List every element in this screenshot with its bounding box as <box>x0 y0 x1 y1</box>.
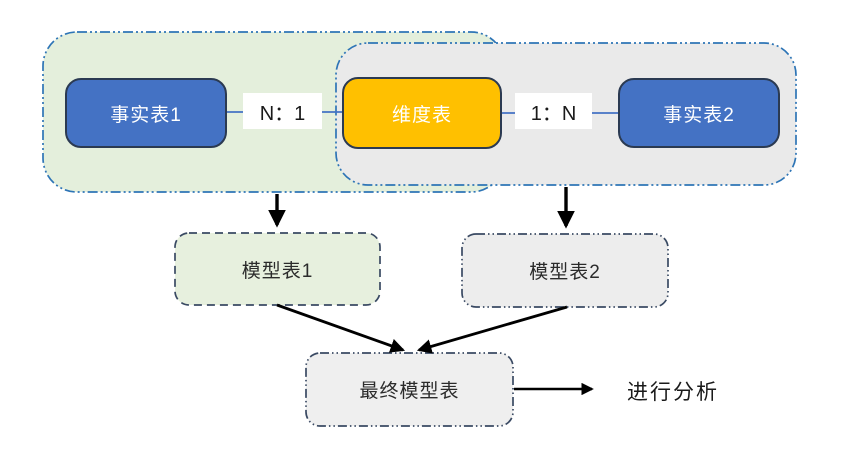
node-fact-table-2: 事实表2 <box>618 78 780 148</box>
relation-label-1-n: 1：N <box>515 93 592 129</box>
model-table-2-box <box>461 233 669 308</box>
fact-table-2-label: 事实表2 <box>663 104 735 126</box>
analysis-annotation: 进行分析 <box>627 376 719 406</box>
final-model-table-label: 最终模型表 <box>359 381 460 402</box>
node-final-model-table: 最终模型表 <box>306 353 513 426</box>
model-table-1-label: 模型表1 <box>241 260 314 282</box>
node-model-table-2: 模型表2 <box>462 234 668 307</box>
dimension-table-label: 维度表 <box>391 104 452 126</box>
model-table-2-label: 模型表2 <box>529 262 601 283</box>
relation-n-1-text: N：1 <box>259 102 306 125</box>
analysis-text: 进行分析 <box>627 381 719 404</box>
fact-table-1-label: 事实表1 <box>110 104 182 126</box>
arrow-model2-to-final <box>416 305 568 354</box>
node-model-table-1: 模型表1 <box>175 233 380 305</box>
final-model-table-box <box>305 352 514 427</box>
relation-1-n-text: 1：N <box>530 102 577 125</box>
node-dimension-table: 维度表 <box>342 77 502 149</box>
relation-label-n-1: N：1 <box>243 93 322 129</box>
arrow-model1-to-final <box>276 303 406 353</box>
node-fact-table-1: 事实表1 <box>65 78 227 148</box>
